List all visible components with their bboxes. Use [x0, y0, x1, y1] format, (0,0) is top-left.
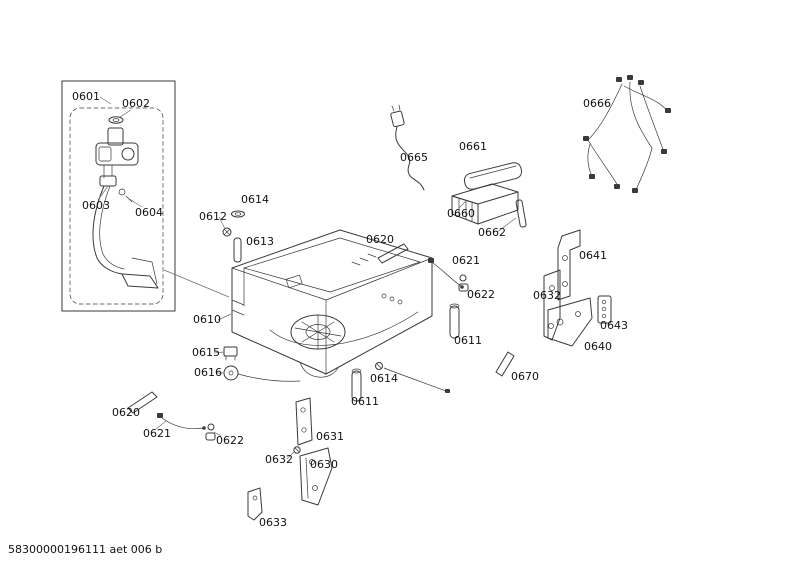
part-label-0630: 0630 [310, 458, 338, 471]
clip-0615 [223, 346, 238, 361]
part-label-0632-b: 0632 [265, 453, 293, 466]
part-label-0616: 0616 [194, 366, 222, 379]
part-label-0640: 0640 [584, 340, 612, 353]
bracket-0633 [247, 487, 263, 521]
part-label-0611-a: 0611 [454, 334, 482, 347]
pin-0611-b [351, 368, 362, 402]
panel-0661 [463, 162, 523, 190]
part-label-0620-a: 0620 [366, 233, 394, 246]
screw-0632-b [293, 446, 301, 454]
strip-0662 [515, 199, 527, 228]
part-label-0614-b: 0614 [370, 372, 398, 385]
power-cord-0665 [390, 104, 425, 191]
part-label-0643: 0643 [600, 319, 628, 332]
rail-0643 [597, 295, 612, 324]
part-label-0666: 0666 [583, 97, 611, 110]
wiring-harness-0666 [583, 75, 671, 193]
part-label-0604: 0604 [135, 206, 163, 219]
part-labels: 0601 0602 0603 0604 0614 0612 0613 0620 … [72, 90, 628, 529]
part-label-0622-b: 0622 [216, 434, 244, 447]
washer-0602 [108, 116, 124, 124]
part-label-0615: 0615 [192, 346, 220, 359]
float-0616 [223, 365, 301, 382]
base-assembly-0610 [231, 229, 433, 378]
rail-0620-b [127, 391, 158, 414]
screw-cable-0614-b [375, 362, 450, 393]
inlet-hose-0604 [92, 185, 159, 289]
part-label-0660: 0660 [447, 207, 475, 220]
bracket-0641 [557, 229, 581, 301]
part-label-0603: 0603 [82, 199, 110, 212]
control-unit-0660 [451, 183, 519, 225]
pin-0611-a [449, 303, 460, 339]
part-label-0620-b: 0620 [112, 406, 140, 419]
part-label-0621-b: 0621 [143, 427, 171, 440]
rail-0620-a [377, 243, 409, 264]
cable-0621-a [428, 258, 464, 289]
cable-0621-b [157, 413, 206, 430]
clip-0622-b [205, 423, 216, 441]
part-label-0662: 0662 [478, 226, 506, 239]
part-label-0631: 0631 [316, 430, 344, 443]
part-label-0602: 0602 [122, 97, 150, 110]
pin-0613 [233, 237, 242, 263]
clip-0622-a [458, 274, 469, 292]
part-label-0611-b: 0611 [351, 395, 379, 408]
nut-0614-a [231, 210, 245, 218]
part-label-0633: 0633 [259, 516, 287, 529]
leader-lines [97, 96, 517, 460]
bracket-0630 [299, 447, 333, 506]
part-label-0661: 0661 [459, 140, 487, 153]
strip-0670 [495, 351, 515, 377]
part-label-0601: 0601 [72, 90, 100, 103]
part-label-0612: 0612 [199, 210, 227, 223]
part-label-0613: 0613 [246, 235, 274, 248]
assembly-leader-line [163, 269, 230, 298]
part-label-0621-a: 0621 [452, 254, 480, 267]
screw-0612 [222, 227, 232, 237]
part-label-0641: 0641 [579, 249, 607, 262]
part-label-0610: 0610 [193, 313, 221, 326]
part-label-0670: 0670 [511, 370, 539, 383]
part-label-0614-a: 0614 [241, 193, 269, 206]
document-number: 58300000196111 aet 006 b [8, 543, 163, 556]
bracket-0631 [295, 397, 313, 446]
part-label-0632-a: 0632 [533, 289, 561, 302]
part-label-0665: 0665 [400, 151, 428, 164]
bracket-0640 [547, 297, 593, 347]
part-label-0622-a: 0622 [467, 288, 495, 301]
inlet-assembly-box [61, 80, 176, 312]
